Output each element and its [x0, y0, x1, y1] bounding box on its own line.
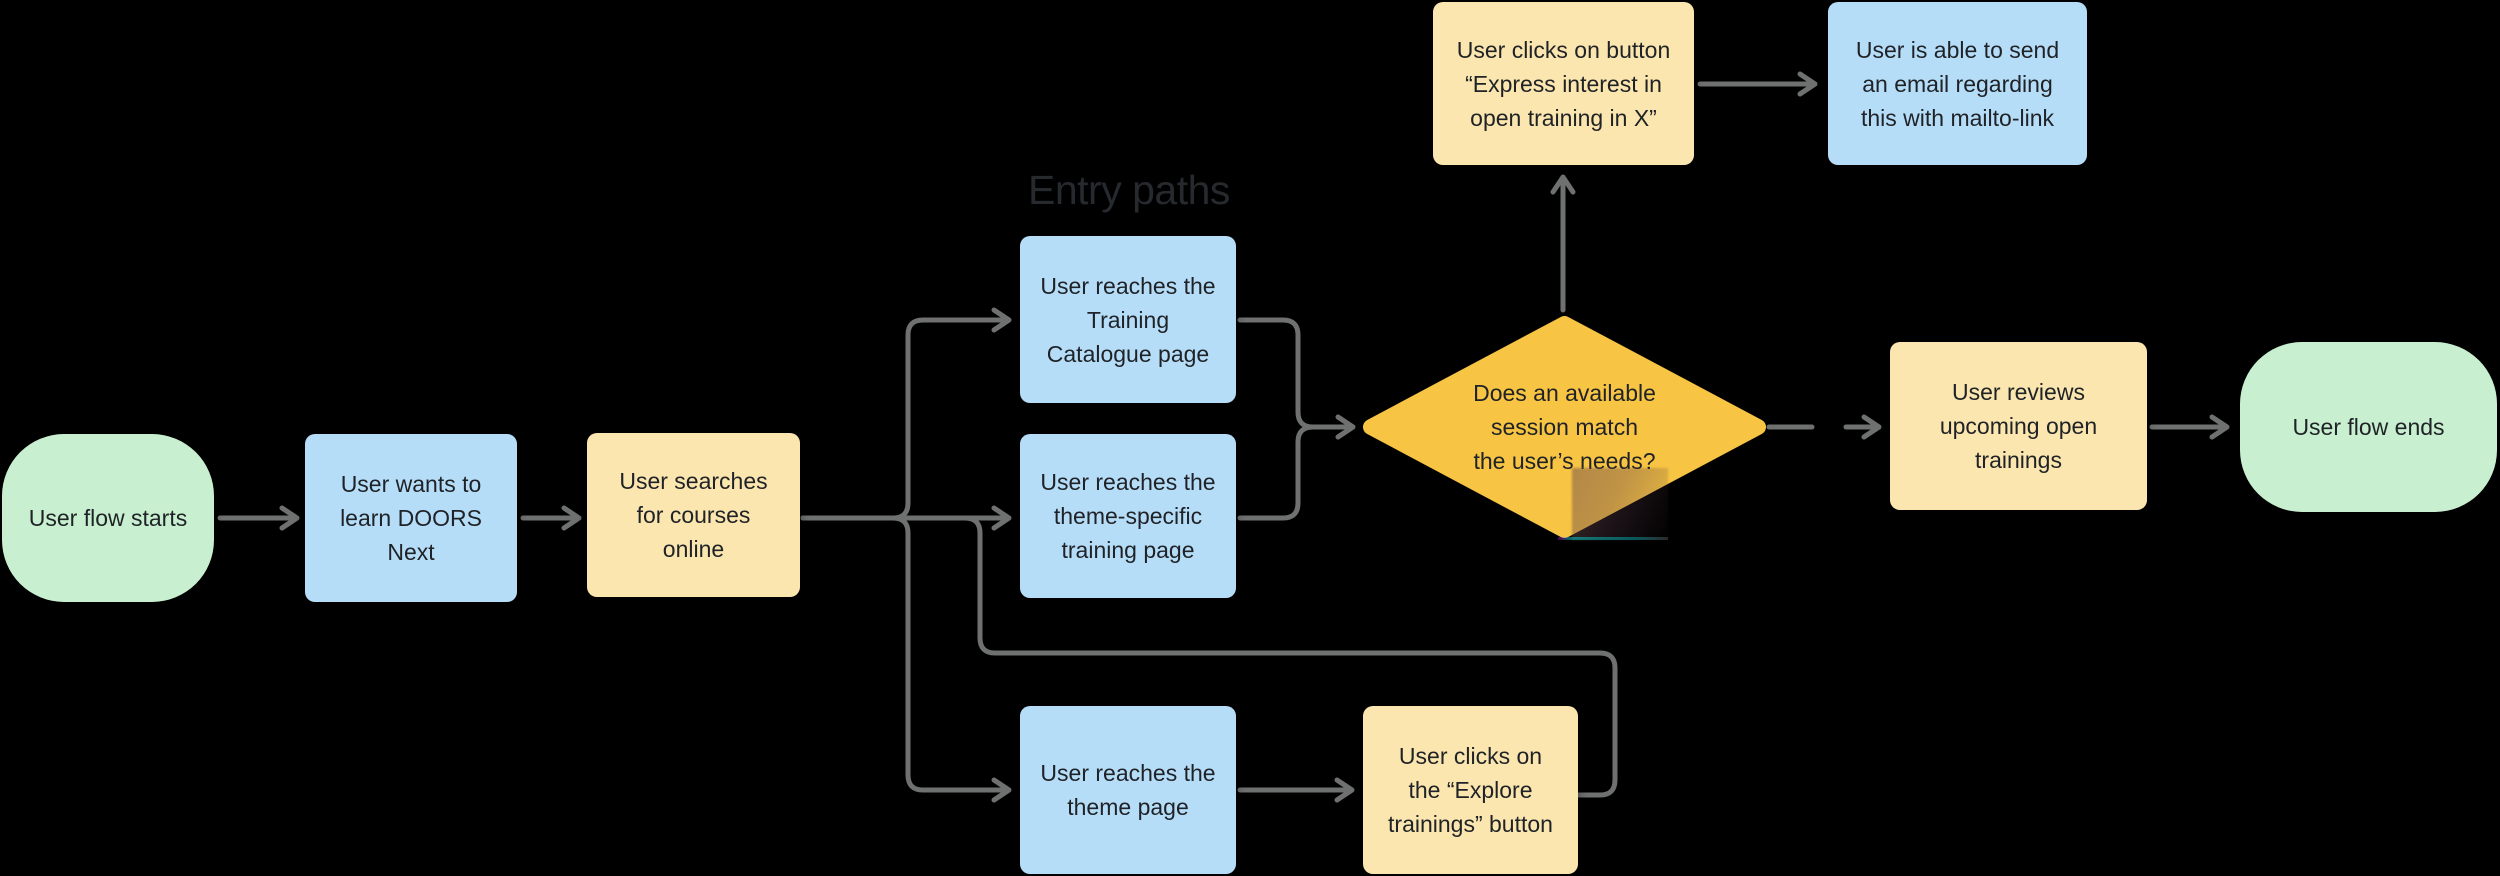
node-label: User reaches the theme-specific training… — [1040, 469, 1216, 563]
node-reviews-open-trainings[interactable]: User reviews upcoming open trainings — [1890, 342, 2147, 510]
node-label: User searches for courses online — [619, 468, 768, 562]
node-theme-specific-training-page[interactable]: User reaches the theme-specific training… — [1020, 434, 1236, 598]
edge-theme-specific-decision — [1237, 424, 1349, 521]
node-training-catalogue-page[interactable]: User reaches the Training Catalogue page — [1020, 236, 1236, 403]
node-label: User reaches the theme page — [1040, 760, 1216, 820]
node-label: User flow ends — [2292, 414, 2445, 440]
node-label: User reviews upcoming open trainings — [1939, 379, 2098, 473]
node-label: User wants to learn DOORS Next — [340, 471, 482, 565]
node-user-flow-starts[interactable]: User flow starts — [2, 434, 214, 602]
node-label: User flow starts — [28, 505, 188, 531]
node-explore-trainings-button[interactable]: User clicks on the “Explore trainings” b… — [1363, 706, 1578, 874]
node-label: Does an available session match the user… — [1473, 380, 1656, 474]
section-label-entry-paths[interactable]: Entry paths — [1028, 167, 1230, 213]
node-express-interest-button[interactable]: User clicks on button “Express interest … — [1433, 2, 1694, 165]
node-send-email-mailto[interactable]: User is able to send an email regarding … — [1828, 2, 2087, 165]
node-label: User clicks on the “Explore trainings” b… — [1388, 743, 1553, 837]
node-decision-session-match[interactable]: Does an available session match the user… — [1363, 316, 1766, 538]
node-label: User clicks on button “Express interest … — [1456, 36, 1671, 131]
edge-catalogue-decision — [1237, 317, 1356, 440]
node-theme-page[interactable]: User reaches the theme page — [1020, 706, 1236, 874]
node-user-flow-ends[interactable]: User flow ends — [2240, 342, 2497, 512]
node-user-searches-courses[interactable]: User searches for courses online — [587, 433, 800, 597]
edge-searches-catalogue — [800, 307, 1012, 521]
edge-searches-theme-page — [800, 515, 1012, 803]
node-label: User reaches the Training Catalogue page — [1040, 272, 1216, 367]
node-label: User is able to send an email regarding … — [1855, 36, 2060, 131]
node-user-wants-to-learn[interactable]: User wants to learn DOORS Next — [305, 434, 517, 602]
